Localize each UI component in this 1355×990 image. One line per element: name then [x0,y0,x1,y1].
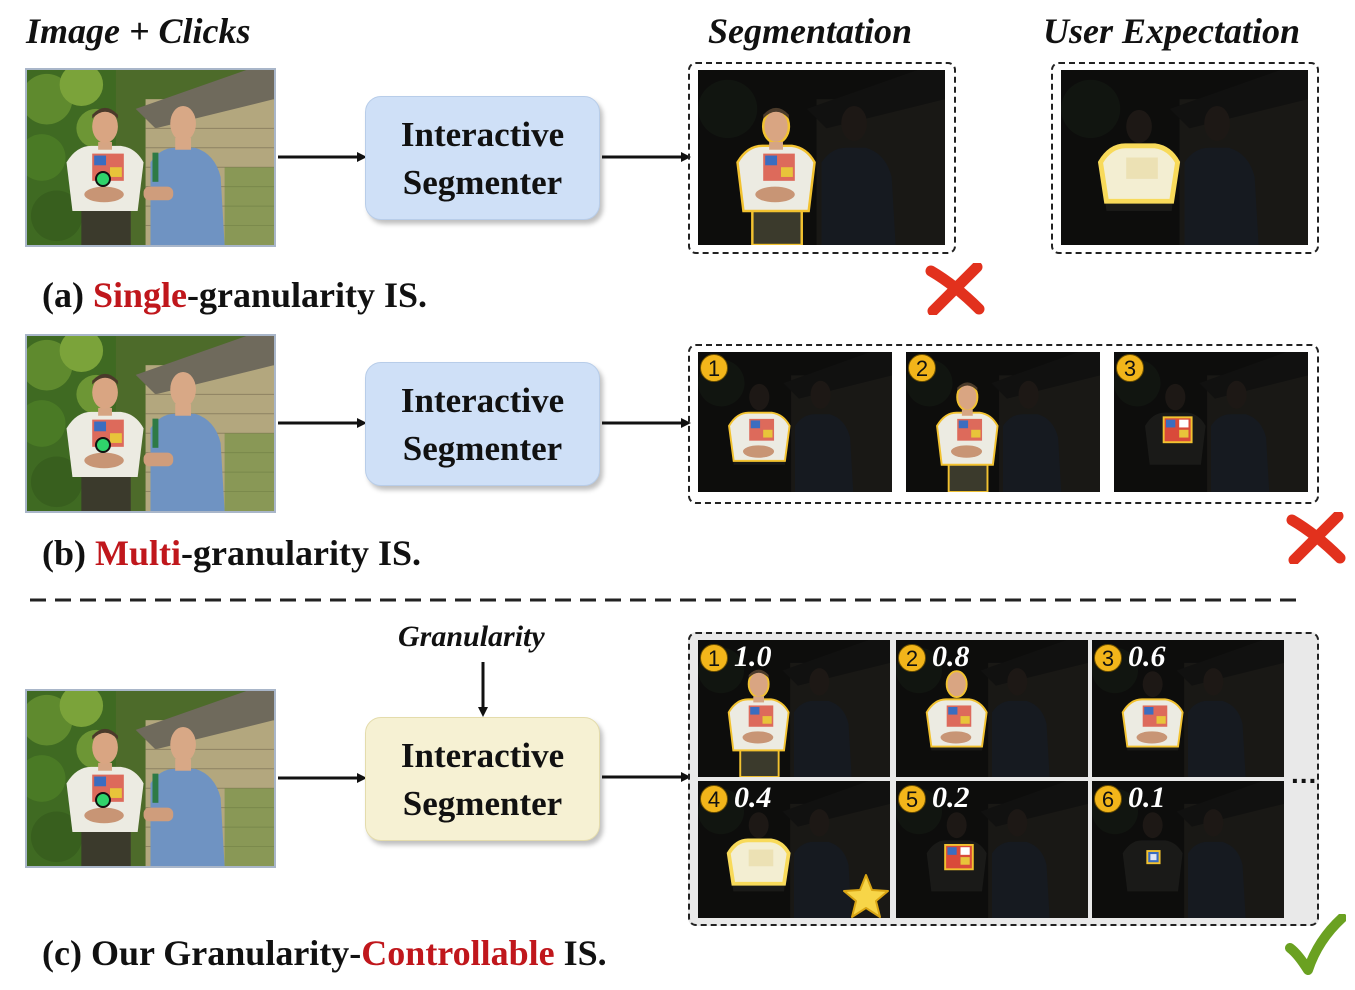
arrow-segmenter-to-output-c [602,772,691,782]
cross-mark-icon [925,263,985,315]
arrow-input-to-segmenter-a [278,152,367,162]
caption-a-suffix: -granularity IS. [187,275,428,315]
granularity-value: 0.2 [932,781,970,814]
click-point-icon [95,437,111,453]
segmenter-line2: Segmenter [402,429,563,468]
click-point-icon [95,792,111,808]
index-badge: 1 [700,644,728,672]
granularity-value: 0.6 [1128,640,1166,673]
arrow-granularity-to-segmenter [478,662,488,717]
multi-output-3: 3 [1114,352,1308,492]
granularity-value: 0.1 [1128,781,1166,814]
arrow-segmenter-to-output-a [602,152,691,162]
controllable-output-5: 5 0.2 [896,781,1088,918]
more-outputs-ellipsis: ... [1291,758,1318,789]
multi-output-frame [688,344,1319,504]
cross-mark-icon [1286,512,1346,564]
caption-c-highlight: Controllable [361,933,555,973]
input-photo-a [25,68,276,247]
caption-c: (c) Our Granularity-Controllable IS. [42,932,607,974]
controllable-output-3: 3 0.6 [1092,640,1284,777]
arrow-input-to-segmenter-b [278,418,367,428]
caption-a-prefix: (a) [42,275,93,315]
segmenter-line2: Segmenter [402,163,563,202]
section-divider [30,598,1305,602]
caption-a: (a) Single-granularity IS. [42,274,427,316]
arrow-segmenter-to-output-b [602,418,691,428]
header-segmentation: Segmentation [708,11,913,51]
granularity-value: 0.8 [932,640,970,673]
controllable-output-2: 2 0.8 [896,640,1088,777]
index-badge: 3 [1094,644,1122,672]
segmenter-line1: Interactive [400,736,565,775]
granularity-value: 0.4 [734,781,772,814]
segmentation-result-a [698,70,945,245]
index-badge: 3 [1116,354,1144,382]
segmenter-line1: Interactive [400,381,565,420]
caption-b-highlight: Multi [95,533,181,573]
multi-output-1: 1 [698,352,892,492]
caption-a-highlight: Single [92,275,188,315]
segmenter-line1: Interactive [400,115,565,154]
index-badge: 1 [700,354,728,382]
index-badge: 6 [1094,785,1122,813]
click-point-icon [95,171,111,187]
interactive-segmenter-c: Interactive Segmenter [365,717,600,841]
user-expectation-frame [1051,62,1319,254]
header-user-expectation: User Expectation [1043,11,1300,51]
index-badge: 2 [898,644,926,672]
multi-output-2: 2 [906,352,1100,492]
index-badge: 4 [700,785,728,813]
input-photo-b [25,334,276,513]
arrow-input-to-segmenter-c [278,773,367,783]
check-mark-icon [1285,914,1346,975]
input-photo-c [25,689,276,868]
star-icon [843,874,889,918]
index-badge: 2 [908,354,936,382]
caption-b-suffix: -granularity IS. [181,533,422,573]
index-badge: 5 [898,785,926,813]
caption-c-suffix: IS. [554,933,607,973]
header-image-clicks: Image + Clicks [26,11,251,51]
interactive-segmenter-a: Interactive Segmenter [365,96,600,220]
user-expectation-result [1061,70,1308,245]
granularity-value: 1.0 [734,640,772,673]
granularity-label: Granularity [398,620,545,653]
segmentation-output-frame [688,62,956,254]
caption-c-prefix: (c) Our Granularity- [42,933,362,973]
interactive-segmenter-b: Interactive Segmenter [365,362,600,486]
segmenter-line2: Segmenter [402,784,563,823]
controllable-output-6: 6 0.1 [1092,781,1284,918]
caption-b-prefix: (b) [42,533,95,573]
controllable-output-4: 4 0.4 [698,781,890,918]
controllable-output-1: 1 1.0 [698,640,890,777]
caption-b: (b) Multi-granularity IS. [42,532,421,574]
